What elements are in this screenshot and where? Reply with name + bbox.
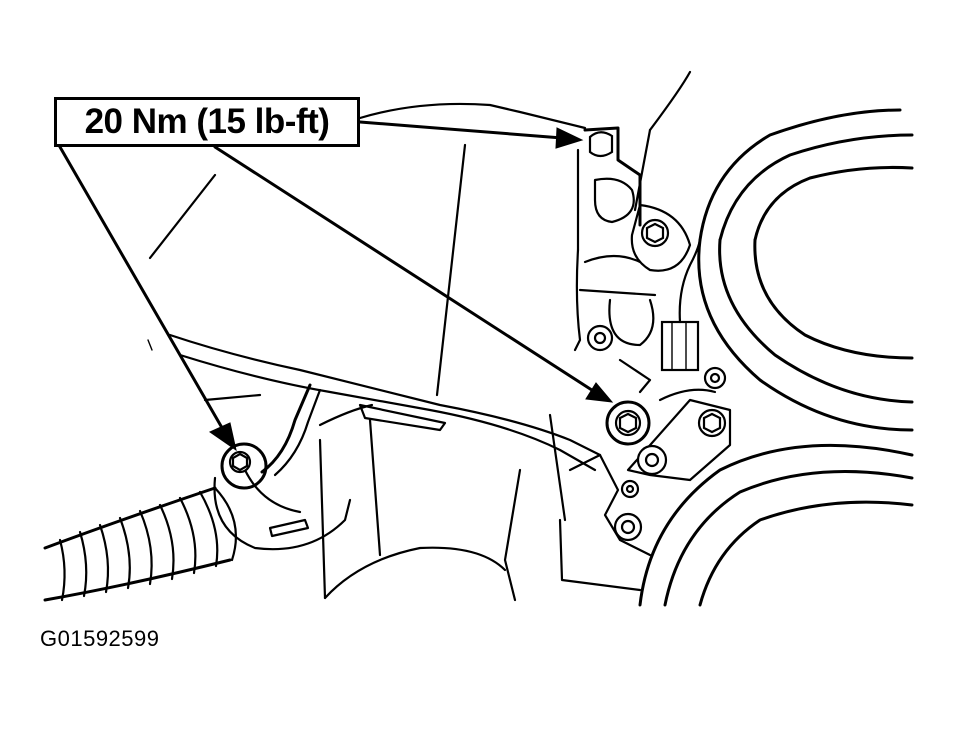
cross-member [147, 333, 602, 472]
wire-connector [660, 238, 702, 372]
torque-callout: 20 Nm (15 lb-ft) [54, 97, 360, 147]
bolt-icon [636, 444, 668, 476]
rack-clamp [260, 383, 322, 477]
figure-id: G01592599 [40, 626, 160, 651]
cover-housing [148, 70, 692, 397]
bolt-icon [703, 366, 727, 390]
bolt-icon [613, 512, 643, 542]
leader-arrow-icon [213, 145, 614, 403]
torque-spec-label: 20 Nm (15 lb-ft) [84, 102, 330, 141]
bolt-icon [620, 479, 640, 499]
bolt-icon [220, 442, 268, 490]
bolt-icon [605, 400, 651, 446]
pulley-assembly [638, 108, 914, 607]
leader-arrow-icon [58, 145, 237, 452]
steering-rack [43, 403, 507, 602]
bolt-icon [640, 218, 670, 248]
tensioner-bracket [626, 203, 732, 482]
bolt-icon [586, 324, 614, 352]
bolt-icon [588, 131, 614, 158]
bolt-icon [697, 408, 727, 438]
engine-block [503, 126, 657, 602]
leader-arrow-icon [358, 120, 584, 149]
